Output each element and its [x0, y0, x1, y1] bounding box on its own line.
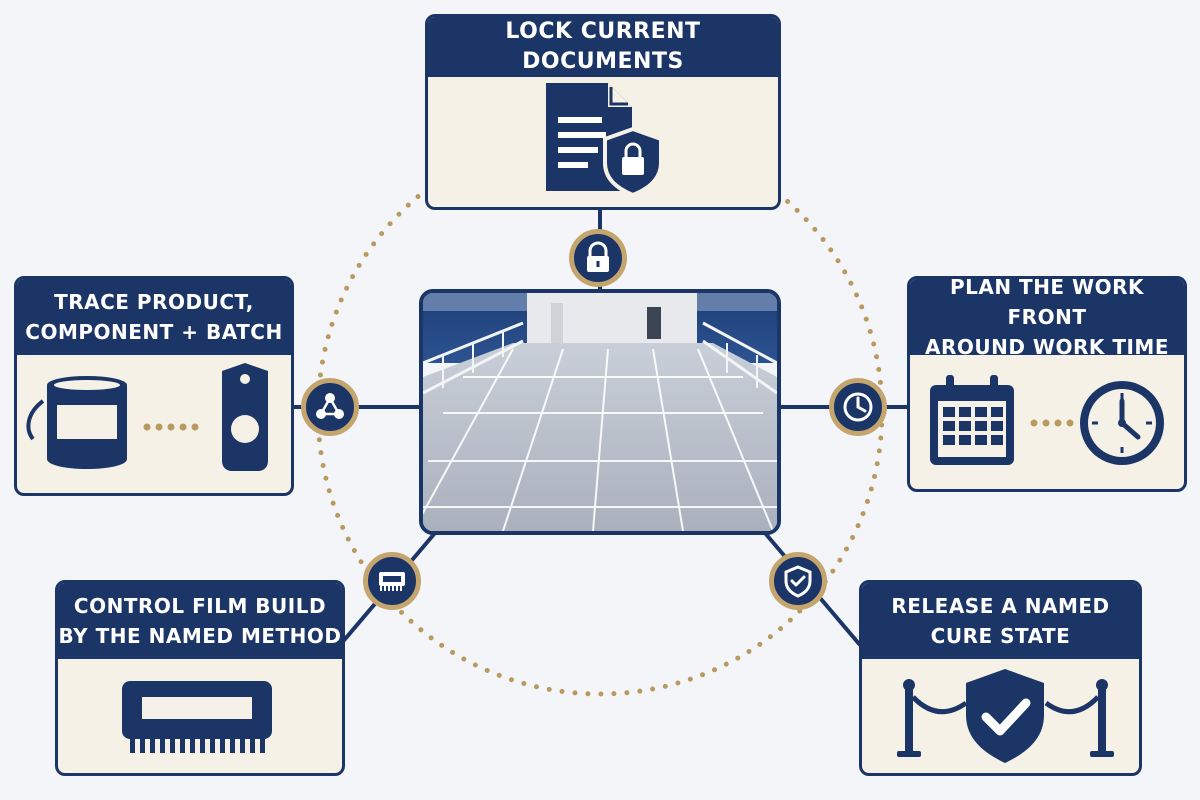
card-lock-current-documents: LOCK CURRENT DOCUMENTS	[425, 14, 781, 210]
dots-right	[1030, 419, 1074, 427]
deck-photo	[419, 289, 781, 535]
gauge-icon	[379, 572, 405, 591]
lock-icon	[587, 241, 609, 272]
card-title-line2: COMPONENT + BATCH	[25, 320, 283, 344]
shield-check-barrier-icon	[897, 669, 1114, 763]
stanchion-left	[897, 679, 921, 757]
card-control-film-build: CONTROL FILM BUILD BY THE NAMED METHOD	[55, 580, 345, 776]
card-title-line1: CONTROL FILM BUILD	[73, 594, 327, 618]
paint-can-icon	[26, 376, 127, 469]
clock-icon	[1080, 381, 1164, 465]
card-plan-work-front: PLAN THE WORK FRONT AROUND WORK TIME	[907, 276, 1187, 492]
trace-icons	[26, 363, 268, 471]
hub-gauge	[363, 552, 421, 610]
plan-icons	[930, 375, 1164, 465]
hub-shield	[769, 552, 827, 610]
card-release-cure-state: RELEASE A NAMED CURE STATE	[859, 580, 1142, 776]
film-gauge-icon	[122, 681, 272, 753]
card-title-line1: PLAN THE WORK FRONT	[949, 276, 1145, 329]
card-title-line2: AROUND WORK TIME	[925, 335, 1169, 359]
deck-illustration	[423, 293, 777, 531]
card-title-line1: RELEASE A NAMED	[891, 594, 1110, 618]
card-trace-product: TRACE PRODUCT, COMPONENT + BATCH	[14, 276, 294, 496]
hub-lock	[569, 229, 627, 287]
card-header: RELEASE A NAMED CURE STATE	[862, 583, 1139, 659]
hub-clock	[829, 378, 887, 436]
card-header: CONTROL FILM BUILD BY THE NAMED METHOD	[58, 583, 342, 659]
card-header: LOCK CURRENT DOCUMENTS	[428, 17, 778, 77]
network-icon	[316, 393, 344, 419]
document-shield-lock-icon	[546, 83, 663, 198]
card-title-line1: TRACE PRODUCT,	[54, 290, 254, 314]
stanchion-right	[1090, 679, 1114, 757]
dots-left	[143, 423, 199, 431]
card-header: TRACE PRODUCT, COMPONENT + BATCH	[17, 279, 291, 355]
clock-icon	[843, 392, 873, 422]
shield-check-icon	[784, 565, 812, 598]
card-title-line2: BY THE NAMED METHOD	[58, 624, 342, 648]
card-title-line2: CURE STATE	[930, 624, 1071, 648]
card-header: PLAN THE WORK FRONT AROUND WORK TIME	[910, 276, 1184, 359]
calendar-icon	[930, 375, 1014, 465]
batch-tag-icon	[222, 363, 268, 471]
hub-network	[301, 378, 359, 436]
card-title-line1: LOCK CURRENT DOCUMENTS	[505, 19, 701, 74]
